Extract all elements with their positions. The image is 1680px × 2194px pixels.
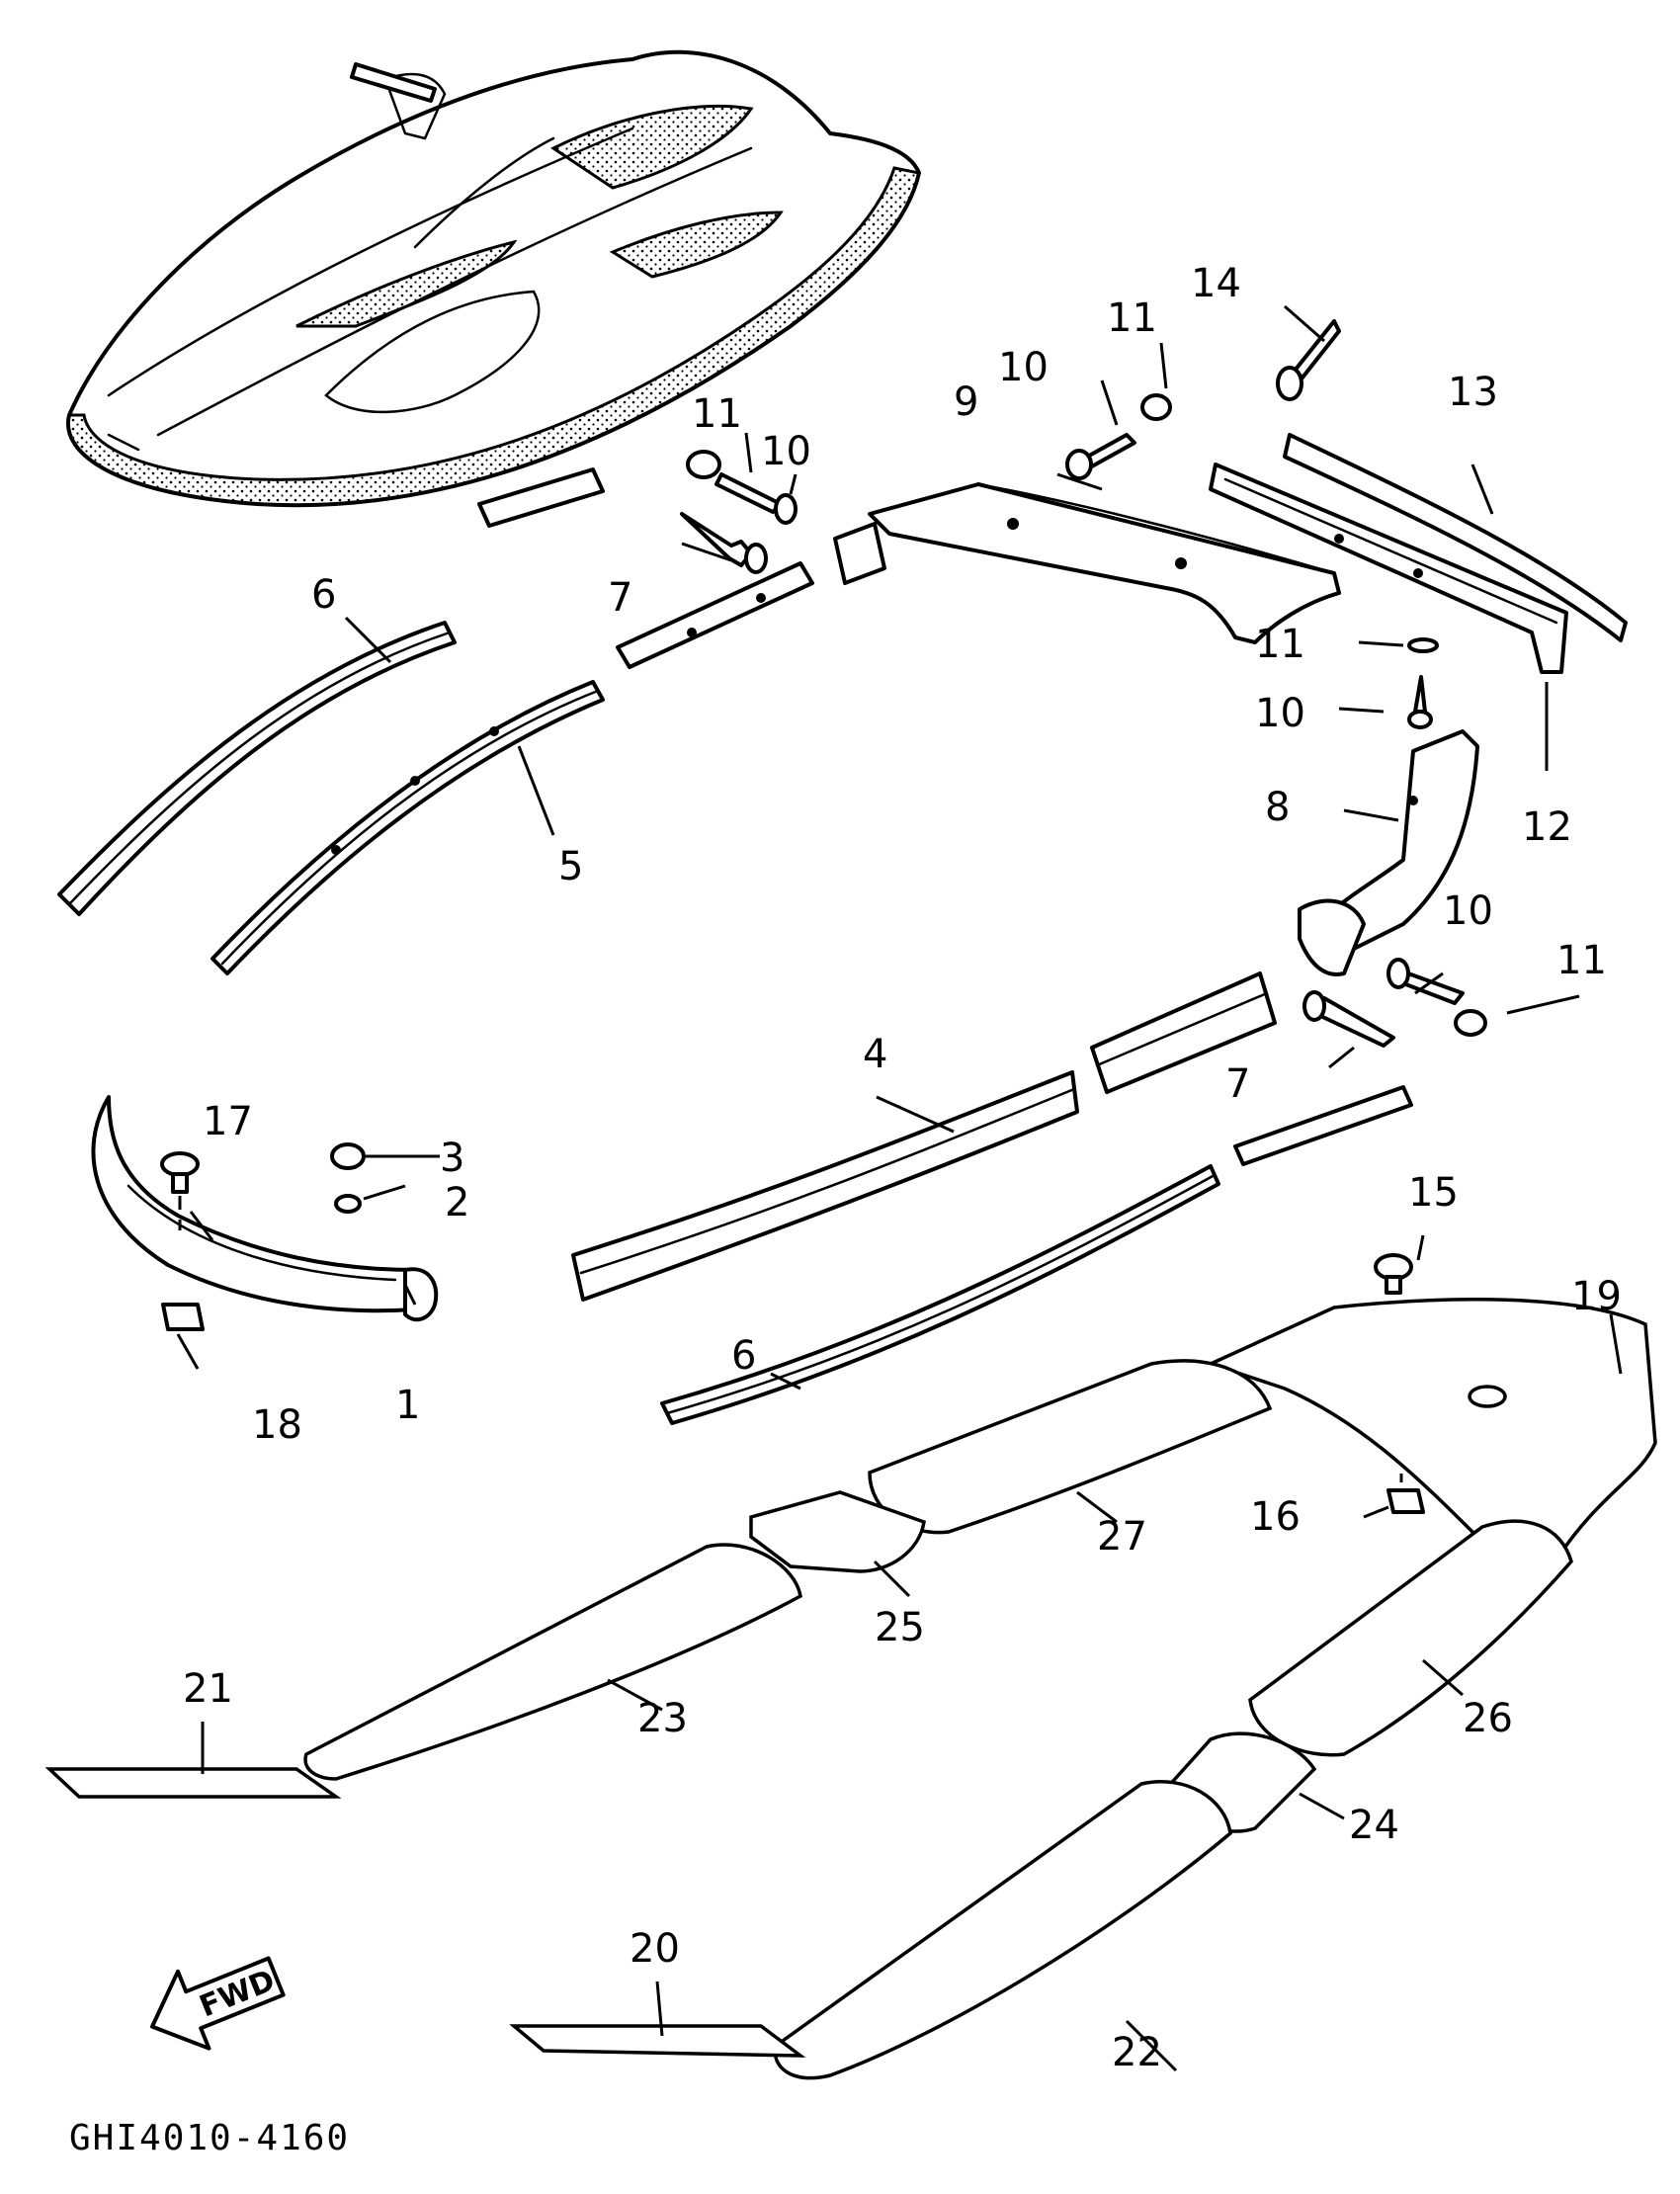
callout-20: 20 bbox=[630, 1926, 680, 1972]
callout-22: 22 bbox=[1112, 2030, 1162, 2075]
cap-11-a bbox=[686, 450, 721, 479]
watercraft-illustration bbox=[65, 49, 921, 508]
callout-27: 27 bbox=[1097, 1514, 1147, 1560]
callout-6-upper: 6 bbox=[311, 572, 336, 618]
callout-11-c: 11 bbox=[1255, 622, 1305, 667]
pin-10-a bbox=[714, 472, 798, 525]
rear-rail bbox=[1209, 433, 1628, 674]
pad-26 bbox=[1248, 1519, 1573, 1757]
callout-11-a: 11 bbox=[692, 391, 742, 437]
callout-7-lower: 7 bbox=[1225, 1061, 1250, 1107]
callout-3: 3 bbox=[440, 1136, 464, 1181]
callout-9: 9 bbox=[954, 380, 978, 425]
nut-18 bbox=[161, 1303, 205, 1331]
leader-lines bbox=[176, 304, 1623, 2072]
callout-19: 19 bbox=[1571, 1274, 1622, 1319]
callout-25: 25 bbox=[875, 1605, 925, 1650]
mat-19 bbox=[1206, 1297, 1657, 1567]
callout-13: 13 bbox=[1448, 370, 1498, 415]
washer-2 bbox=[334, 1194, 362, 1214]
pad-23 bbox=[303, 1543, 802, 1781]
nut-16 bbox=[1386, 1488, 1425, 1514]
callout-23: 23 bbox=[637, 1696, 688, 1741]
callout-11-d: 11 bbox=[1556, 938, 1607, 983]
pin-10-b bbox=[1065, 433, 1136, 480]
callout-8: 8 bbox=[1265, 785, 1290, 830]
callout-24: 24 bbox=[1349, 1803, 1399, 1848]
pad-21 bbox=[44, 1767, 342, 1799]
mat-19-hole bbox=[1468, 1385, 1507, 1408]
callout-14: 14 bbox=[1191, 261, 1241, 306]
pad-22 bbox=[773, 1780, 1232, 2080]
callout-16: 16 bbox=[1250, 1494, 1301, 1540]
cap-11-c bbox=[1407, 637, 1439, 653]
fastener-17 bbox=[160, 1151, 200, 1230]
callout-5: 5 bbox=[558, 844, 583, 889]
side-bracket bbox=[1298, 729, 1479, 976]
callout-10-b: 10 bbox=[998, 345, 1049, 390]
callout-12: 12 bbox=[1522, 804, 1572, 850]
callout-10-d: 10 bbox=[1443, 888, 1493, 934]
callout-10-a: 10 bbox=[761, 429, 811, 474]
callout-11-b: 11 bbox=[1107, 295, 1157, 341]
callout-10-c: 10 bbox=[1255, 691, 1305, 736]
pin-10-d bbox=[1386, 958, 1465, 1005]
cap-11-d bbox=[1454, 1009, 1487, 1037]
callout-1: 1 bbox=[395, 1383, 420, 1428]
callout-15: 15 bbox=[1408, 1170, 1459, 1216]
callout-4: 4 bbox=[863, 1032, 887, 1077]
diagram-code: GHI4010-4160 bbox=[69, 2118, 350, 2158]
gunwale-rail-upper-left bbox=[57, 467, 814, 975]
pad-20 bbox=[509, 2024, 806, 2058]
callout-7-upper: 7 bbox=[608, 575, 632, 621]
forward-direction-arrow: FWD bbox=[150, 1956, 286, 2051]
callout-26: 26 bbox=[1463, 1696, 1513, 1741]
callout-2: 2 bbox=[445, 1180, 469, 1225]
rear-bracket bbox=[833, 482, 1341, 644]
cap-11-b bbox=[1140, 393, 1172, 421]
pin-14 bbox=[1276, 319, 1341, 401]
callout-6-lower: 6 bbox=[731, 1333, 756, 1379]
pad-25 bbox=[749, 1490, 926, 1573]
rivet-7-upper bbox=[680, 512, 768, 574]
pin-10-c bbox=[1407, 675, 1433, 729]
bumper bbox=[91, 1095, 439, 1322]
callout-18: 18 bbox=[252, 1402, 302, 1448]
nut-3 bbox=[330, 1142, 366, 1170]
callout-labels: 1 2 3 4 5 6 6 7 7 8 9 10 10 10 10 11 11 … bbox=[183, 261, 1622, 2075]
rivet-7-lower bbox=[1302, 990, 1395, 1048]
pad-27 bbox=[868, 1359, 1273, 1535]
callout-21: 21 bbox=[183, 1666, 233, 1712]
callout-17: 17 bbox=[203, 1099, 253, 1144]
